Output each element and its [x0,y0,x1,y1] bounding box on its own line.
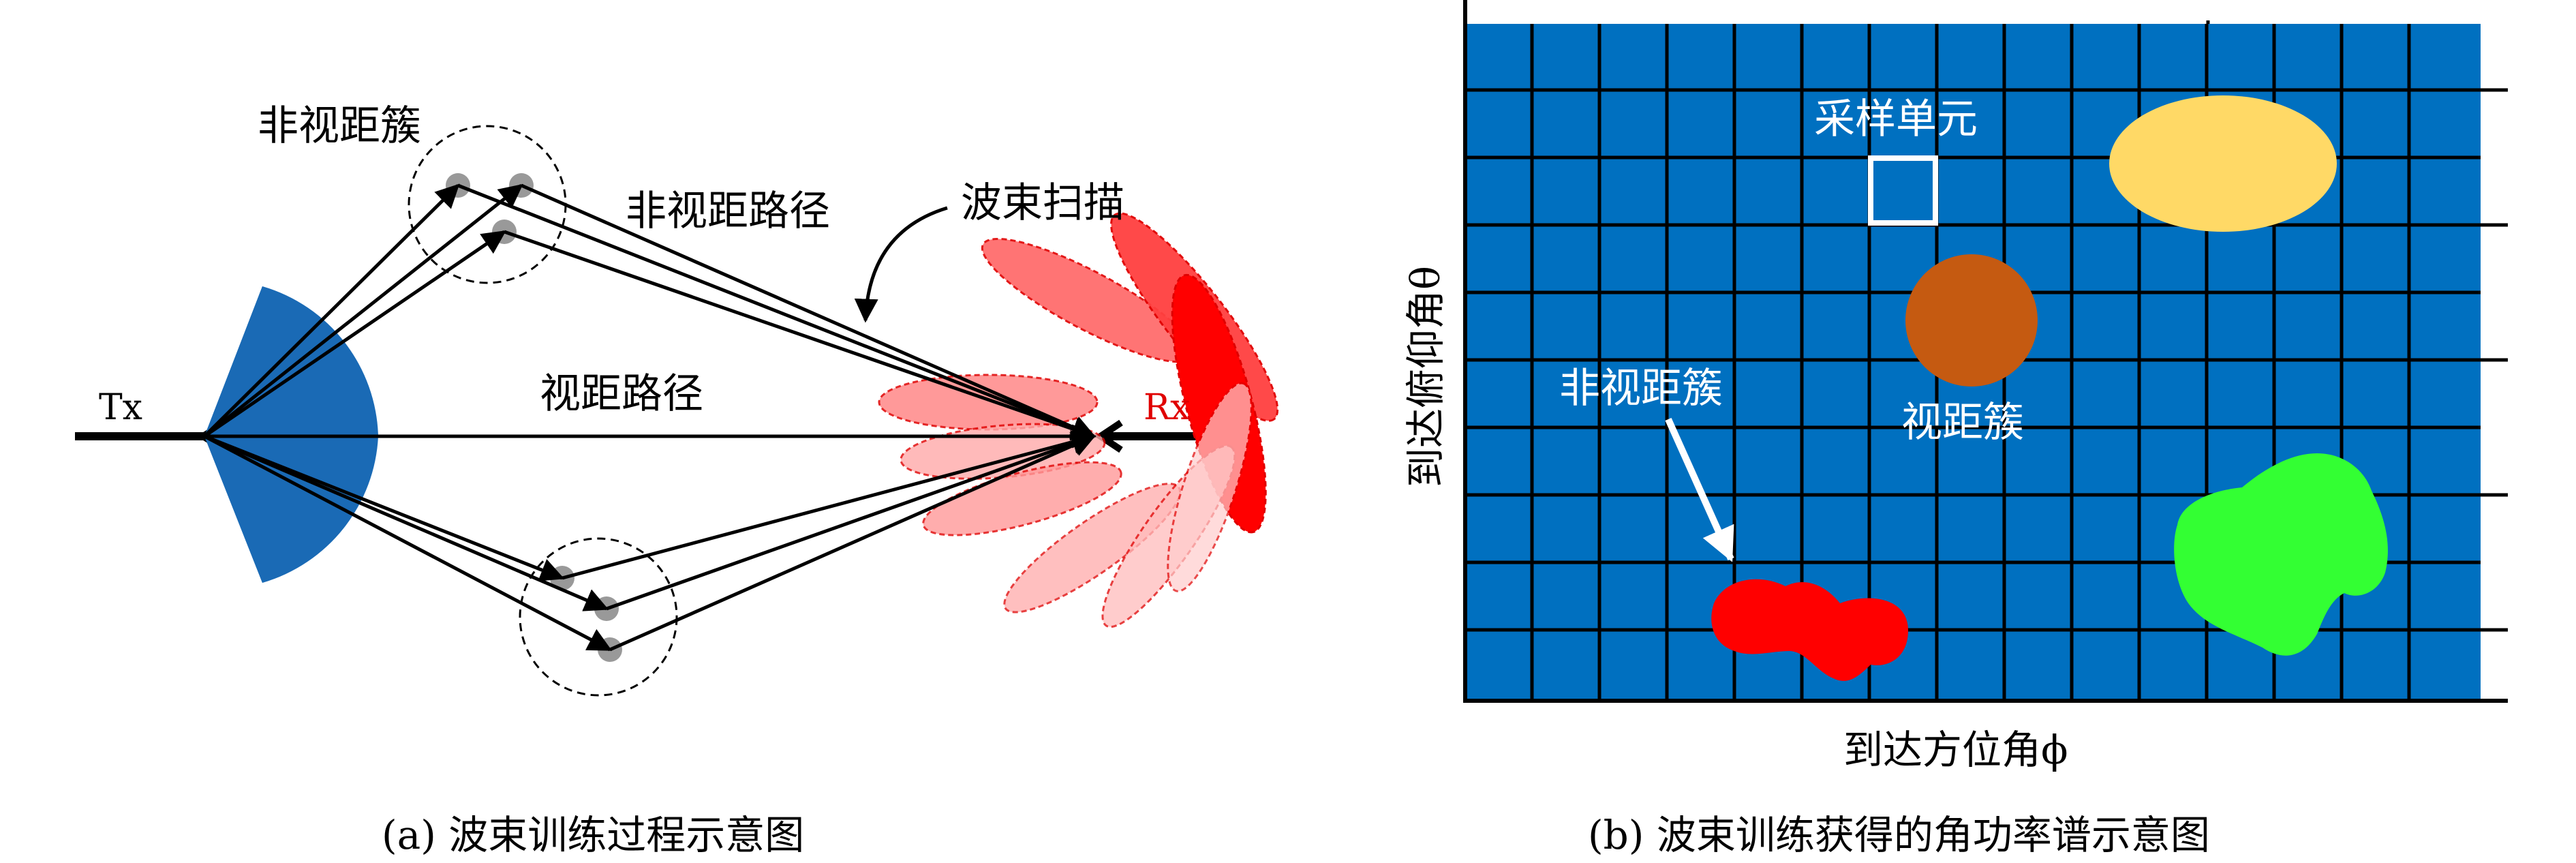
left-panel: Tx Rx 非视距簇 非视距路径 视距路径 波束扫描 (a) 波束训练过程示意图 [75,102,1279,858]
nlos-cluster-lower [519,537,678,697]
beam-scan-label: 波束扫描 [961,179,1124,227]
los-cluster-label: 视距簇 [1901,399,2024,446]
sample-unit-label: 采样单元 [1814,95,1978,143]
caption-b: (b) 波束训练获得的角功率谱示意图 [1588,812,2210,858]
nlos-pointer-arrow [1665,417,1734,562]
nlos-cluster-label-b: 非视距簇 [1559,365,1723,412]
x-axis-label: 到达方位角ϕ [1843,727,2068,773]
los-cluster-blob [1905,254,2038,387]
green-cluster [2174,453,2388,656]
tx-label: Tx [99,387,142,428]
nlos-cluster-label: 非视距簇 [258,102,421,150]
yellow-cluster [2109,95,2337,232]
nlos-rays-out [457,183,1097,652]
caption-a: (a) 波束训练过程示意图 [382,812,804,858]
rx-beam-lobes [878,212,1279,629]
right-panel: 采样单元 视距簇 非视距簇 到达方位角ϕ 到达俯仰角θ (b) 波束训练获得的角… [1402,0,2508,858]
rx-label: Rx [1144,387,1190,428]
nlos-cluster-blob [1711,579,1908,681]
beam-scan-arrow [854,206,948,323]
sample-unit-box [1868,155,1938,226]
y-axis-label: 到达俯仰角θ [1402,266,1449,487]
nlos-cluster-upper [408,125,567,284]
los-path-label: 视距路径 [540,370,703,418]
nlos-path-label: 非视距路径 [626,187,830,235]
nlos-rays-in [203,183,613,652]
